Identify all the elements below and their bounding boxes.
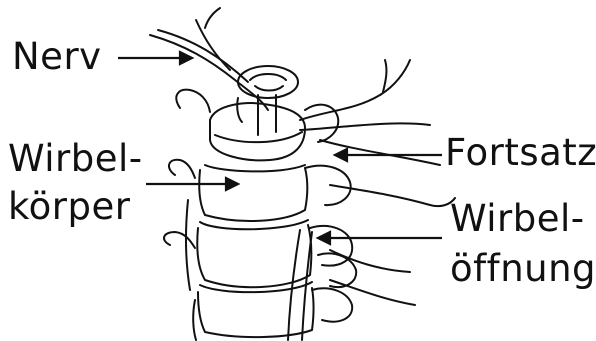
label-nerv: Nerv (12, 38, 102, 75)
label-wirbeloeffnung-line2: öffnung (450, 250, 596, 287)
vertebral-body-2 (199, 168, 307, 221)
process-left (169, 160, 195, 178)
vertebral-body-3 (197, 225, 311, 287)
spinal-strand (288, 230, 300, 340)
wirbeloeffnung-arrowhead (318, 232, 330, 244)
nerv-arrowhead (180, 52, 192, 64)
nerve-root-right (383, 60, 386, 92)
vertebral-disc (205, 165, 305, 171)
process-left (164, 232, 195, 248)
process-right (312, 288, 352, 321)
label-wirbeloeffnung-line1: Wirbel- (450, 200, 585, 237)
process-left (176, 90, 210, 112)
nerve-root-right (330, 250, 410, 272)
process-right (305, 166, 351, 205)
spinal-cord-detail (250, 74, 286, 91)
nerve-root-right (300, 123, 430, 130)
label-wirbelkoerper-line1: Wirbel- (8, 140, 143, 177)
fortsatz-arrowhead (335, 149, 347, 161)
process-right (305, 105, 338, 142)
label-wirbelkoerper-line2: körper (8, 188, 130, 225)
label-fortsatz: Fortsatz (445, 134, 596, 171)
nerve-fiber (158, 30, 248, 82)
vertebral-body-4 (198, 288, 314, 337)
nerve-fiber (150, 35, 268, 110)
nerve-fiber (205, 8, 220, 28)
wirbelkoerper-arrowhead (226, 178, 238, 190)
nerve-root-right (300, 60, 410, 120)
